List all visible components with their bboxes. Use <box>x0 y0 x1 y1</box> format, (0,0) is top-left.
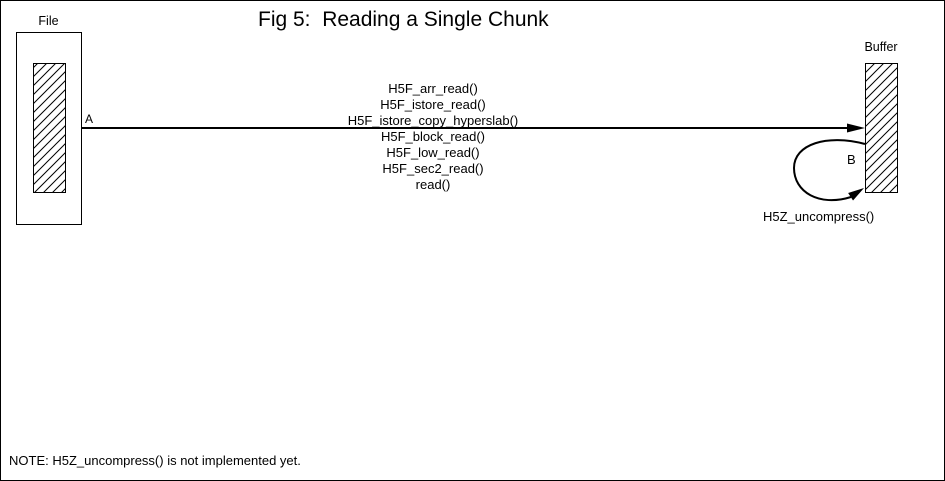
call-stack-line: H5F_low_read() <box>386 145 480 160</box>
uncompress-loop-arrowhead <box>848 188 864 201</box>
buffer-region <box>865 63 898 193</box>
call-stack-line: read() <box>415 177 451 192</box>
read-arrow-head <box>847 123 865 133</box>
file-label: File <box>38 14 59 28</box>
uncompress-caption: H5Z_uncompress() <box>763 209 875 224</box>
arrow-a-label: A <box>85 112 94 126</box>
arrow-b-label: B <box>847 152 856 167</box>
call-stack: H5F_arr_read() H5F_istore_read() H5F_ist… <box>333 81 533 193</box>
figure-title: Fig 5: Reading a Single Chunk <box>258 8 549 31</box>
file-data-region <box>33 63 66 193</box>
uncompress-loop-path <box>792 139 866 202</box>
call-stack-line: H5F_istore_read() <box>380 97 486 112</box>
call-stack-line: H5F_istore_copy_hyperslab() <box>347 113 519 128</box>
call-stack-line: H5F_sec2_read() <box>382 161 484 176</box>
buffer-label: Buffer <box>864 40 898 54</box>
call-stack-line: H5F_arr_read() <box>388 81 478 96</box>
footnote: NOTE: H5Z_uncompress() is not implemente… <box>9 453 301 468</box>
call-stack-line: H5F_block_read() <box>380 129 486 144</box>
